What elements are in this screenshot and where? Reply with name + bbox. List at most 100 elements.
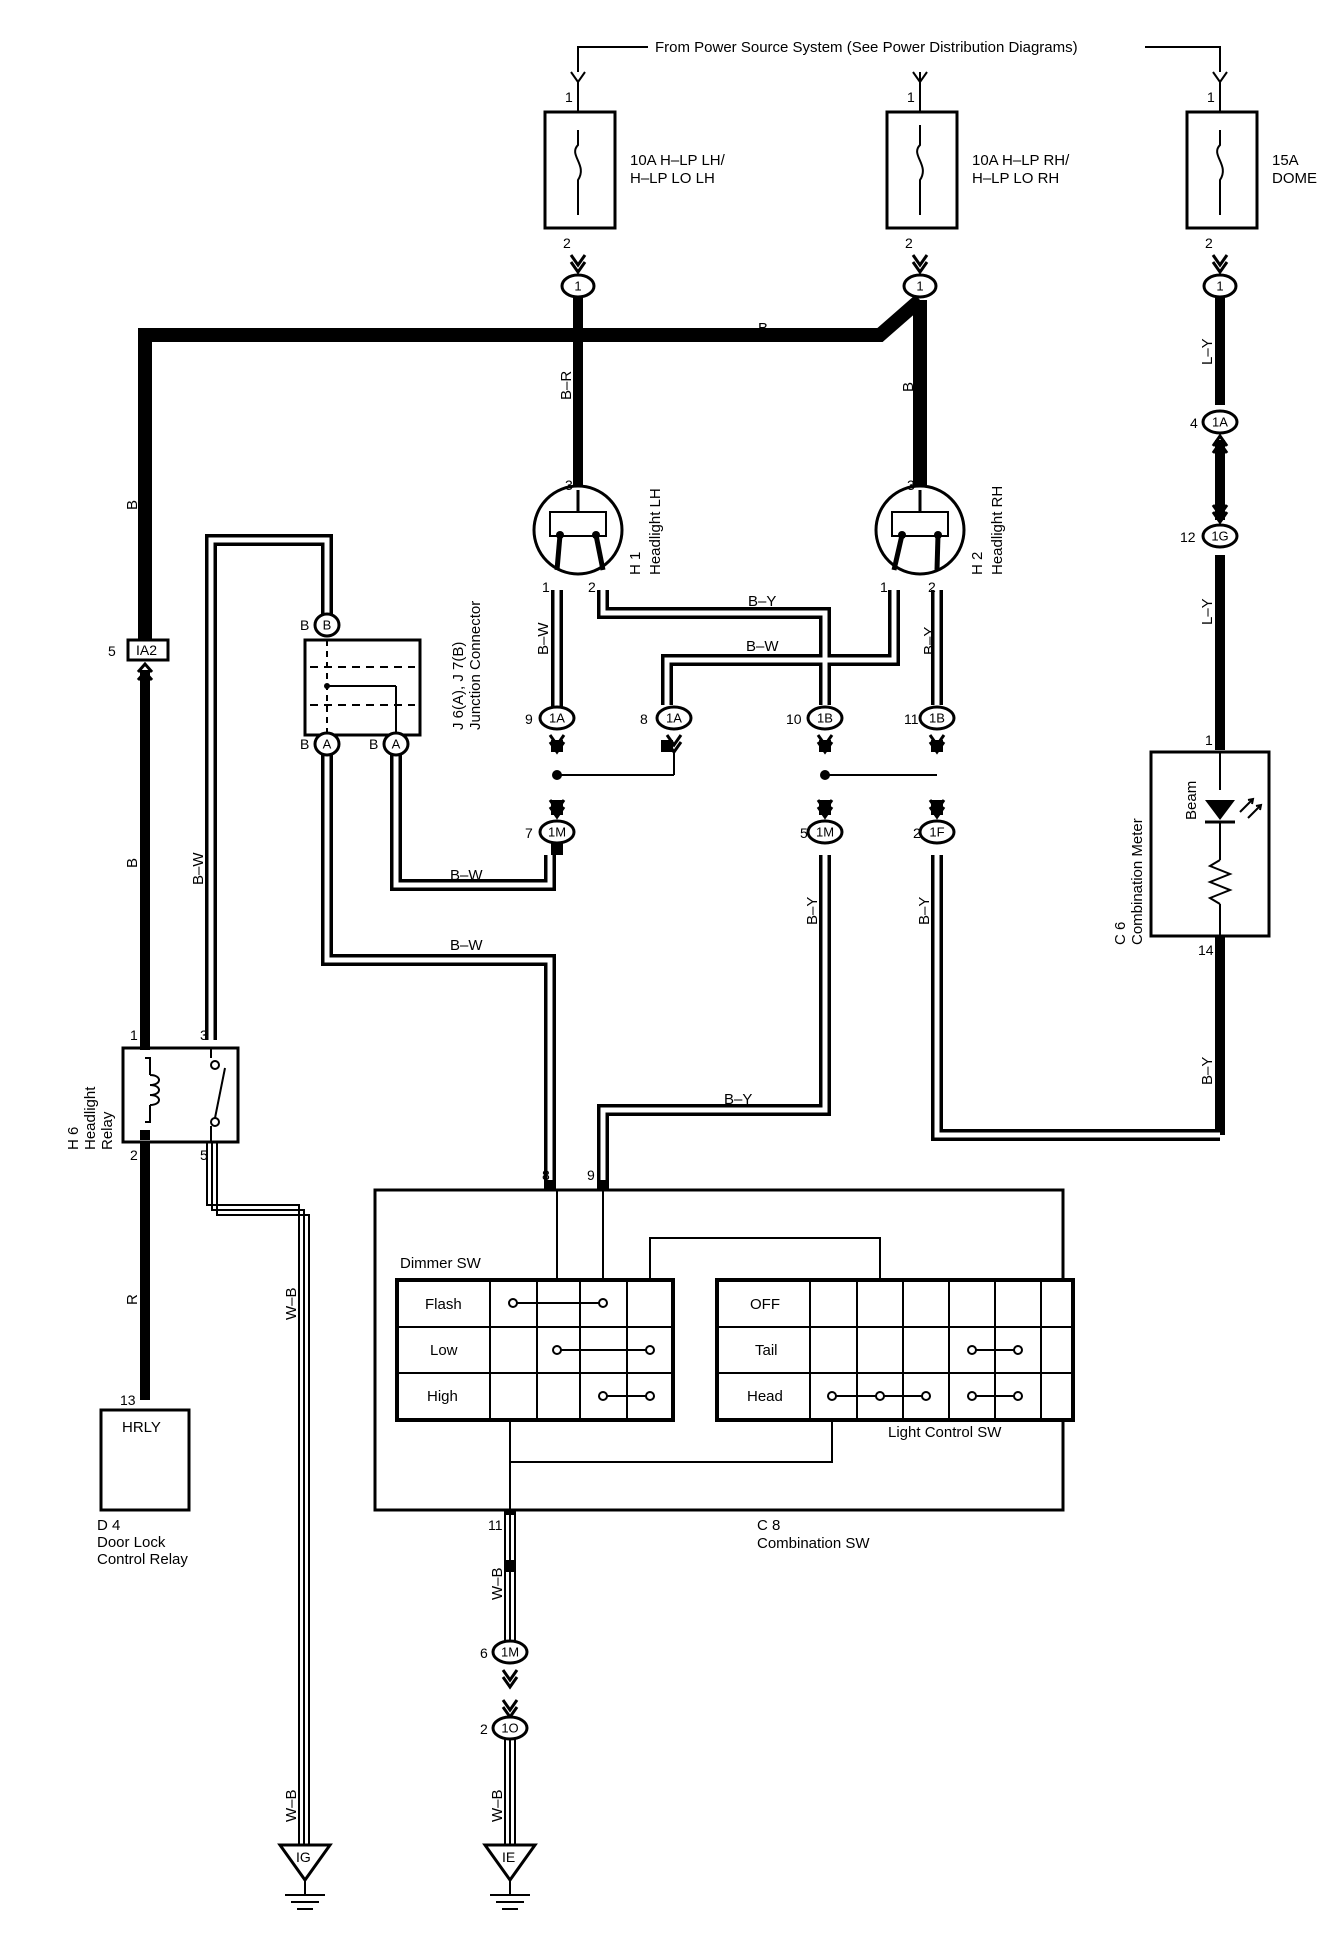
relay-pin-3: 3 — [200, 1027, 208, 1043]
fuse-rh-pin-out: 2 — [905, 235, 913, 251]
fuse-h-lp-rh: 1 2 10A H–LP RH/ H–LP LO RH — [885, 89, 1070, 251]
connector-1-rh-code: 1 — [916, 279, 923, 294]
dimmer-row-high: High — [427, 1388, 458, 1405]
oval-connectors: 1 1 1 1A 4 1G 12 — [300, 254, 1239, 1741]
combination-switch: 8 9 11 C 8 Combination SW Dimmer SW Ligh… — [373, 1167, 1075, 1552]
c1M-5-code: 1M — [816, 825, 834, 840]
connector-1M-6: 1M 6 — [480, 1639, 529, 1690]
door-relay-line1: Door Lock — [97, 1534, 166, 1551]
fuse-dome-pin-out: 2 — [1205, 235, 1213, 251]
connector-1B-11: 1B 11 — [904, 705, 956, 755]
connector-1-lh: 1 — [560, 254, 596, 299]
fuse-lh-label-1: 10A H–LP LH/ — [630, 152, 726, 169]
fuse-rh-label-2: H–LP LO RH — [972, 170, 1059, 187]
combo-pin-9: 9 — [587, 1167, 595, 1183]
connector-1O-2: 1O 2 — [480, 1699, 529, 1741]
junction-pin-b1: B — [300, 617, 309, 633]
headlight-rh-pin-3: 3 — [907, 477, 915, 493]
meter-pin-1: 1 — [1205, 732, 1213, 748]
c1M-5-pin: 5 — [800, 825, 808, 841]
door-relay-id: D 4 — [97, 1517, 120, 1534]
connector-ia2: IA2 5 — [108, 638, 170, 681]
wire-label-b-top: B — [758, 320, 768, 337]
c1F-2-pin: 2 — [913, 825, 921, 841]
wires-heavy — [138, 294, 1225, 1400]
wire-label-w-b-relay: W–B — [283, 1287, 300, 1320]
dimmer-table: Flash Low High — [395, 1278, 675, 1422]
c1A-9-pin: 9 — [525, 711, 533, 727]
relay-pin-5: 5 — [200, 1147, 208, 1163]
headlight-rh-pin-2: 2 — [928, 579, 936, 595]
connector-1A-4: 1A 4 — [1190, 409, 1239, 454]
wire-labels: B B B B–R B B–Y B–W B–W B–Y B–W B–W B–W … — [124, 320, 1216, 1822]
junction-pin-b2: B — [300, 736, 309, 752]
c1M-6-code: 1M — [501, 1645, 519, 1660]
connector-1-dome: 1 — [1202, 254, 1238, 299]
headlight-rh-id: H 2 — [969, 552, 986, 575]
ground-ie: IE — [482, 1843, 538, 1910]
wire-label-b-w-mid: B–W — [746, 638, 779, 655]
fuse-h-lp-lh: 1 2 10A H–LP LH/ H–LP LO LH — [543, 82, 726, 251]
combo-id: C 8 — [757, 1517, 780, 1534]
wire-label-b-y-1f: B–Y — [916, 897, 933, 925]
junction-pin-a-right: A B — [369, 731, 410, 757]
c1A-4-pin: 4 — [1190, 415, 1198, 431]
wire-label-b-r: B–R — [558, 371, 575, 400]
power-source-label: From Power Source System (See Power Dist… — [655, 39, 1078, 56]
wire-label-w-b-sw: W–B — [489, 1567, 506, 1600]
fuse-dome: 1 2 15A DOME — [1185, 82, 1317, 251]
c1B-11-code: 1B — [929, 711, 945, 726]
meter-id: C 6 — [1112, 922, 1129, 945]
fuse-lh-pin-in: 1 — [565, 89, 573, 105]
c1A-4-code: 1A — [1212, 415, 1228, 430]
headlight-rh: 3 1 2 H 2 Headlight RH — [874, 477, 1006, 595]
fuse-dome-pin-in: 1 — [1207, 89, 1215, 105]
c1O-2-code: 1O — [501, 1721, 518, 1736]
wire-label-b-left-upper: B — [124, 500, 141, 510]
light-row-head: Head — [747, 1388, 783, 1405]
connector-1M-7: 1M 7 — [525, 799, 576, 855]
combo-pin-11: 11 — [488, 1517, 503, 1533]
c1A-8-pin: 8 — [640, 711, 648, 727]
light-row-off: OFF — [750, 1296, 780, 1313]
junction-connector: J 6(A), J 7(B) Junction Connector — [303, 601, 484, 737]
combo-pin-8: 8 — [542, 1167, 550, 1183]
wire-label-l-y-mid: L–Y — [1199, 598, 1216, 625]
connector-1F-2: 1F 2 — [913, 799, 956, 845]
c1G-12-pin: 12 — [1180, 529, 1196, 545]
relay-pin-2: 2 — [130, 1147, 138, 1163]
wire-label-b-w-jc-low: B–W — [450, 867, 483, 884]
headlight-rh-name: Headlight RH — [989, 486, 1006, 575]
ia2-pin: 5 — [108, 643, 116, 659]
junction-label-2: Junction Connector — [467, 601, 484, 730]
c1G-12-code: 1G — [1211, 529, 1228, 544]
c1M-6-pin: 6 — [480, 1645, 488, 1661]
wire-label-b-w-relay: B–W — [190, 852, 207, 885]
junction-pin-b1-code: B — [323, 618, 332, 633]
ground-ig: IG — [277, 1843, 333, 1910]
wire-label-b-left-lower: B — [124, 858, 141, 868]
ground-ig-label: IG — [296, 1849, 311, 1865]
fuse-dome-label-1: 15A — [1272, 152, 1299, 169]
wire-label-b-rh: B — [900, 382, 917, 392]
light-control-table: OFF Tail Head — [715, 1278, 1075, 1422]
c1A-9-code: 1A — [549, 711, 565, 726]
fuse-rh-label-1: 10A H–LP RH/ — [972, 152, 1070, 169]
wire-label-b-w-jc-ext: B–W — [450, 937, 483, 954]
junction-pin-a-left: A B — [300, 731, 341, 757]
connector-1B-10: 1B 10 — [786, 705, 844, 755]
relay-pin-1: 1 — [130, 1027, 138, 1043]
headlight-lh-name: Headlight LH — [647, 488, 664, 575]
dimmer-row-low: Low — [430, 1342, 458, 1359]
c1A-8-code: 1A — [666, 711, 682, 726]
wire-label-l-y-top: L–Y — [1199, 338, 1216, 365]
light-control-title: Light Control SW — [888, 1424, 1002, 1441]
connector-1M-5: 1M 5 — [800, 799, 844, 845]
power-source-header: From Power Source System (See Power Dist… — [570, 39, 1228, 100]
wire-label-w-b-sw-low: W–B — [489, 1789, 506, 1822]
wire-label-b-y-1m: B–Y — [804, 897, 821, 925]
connector-1A-8: 1A 8 — [640, 705, 693, 775]
meter-name: Combination Meter — [1129, 818, 1146, 945]
junction-pin-b3: B — [369, 736, 378, 752]
